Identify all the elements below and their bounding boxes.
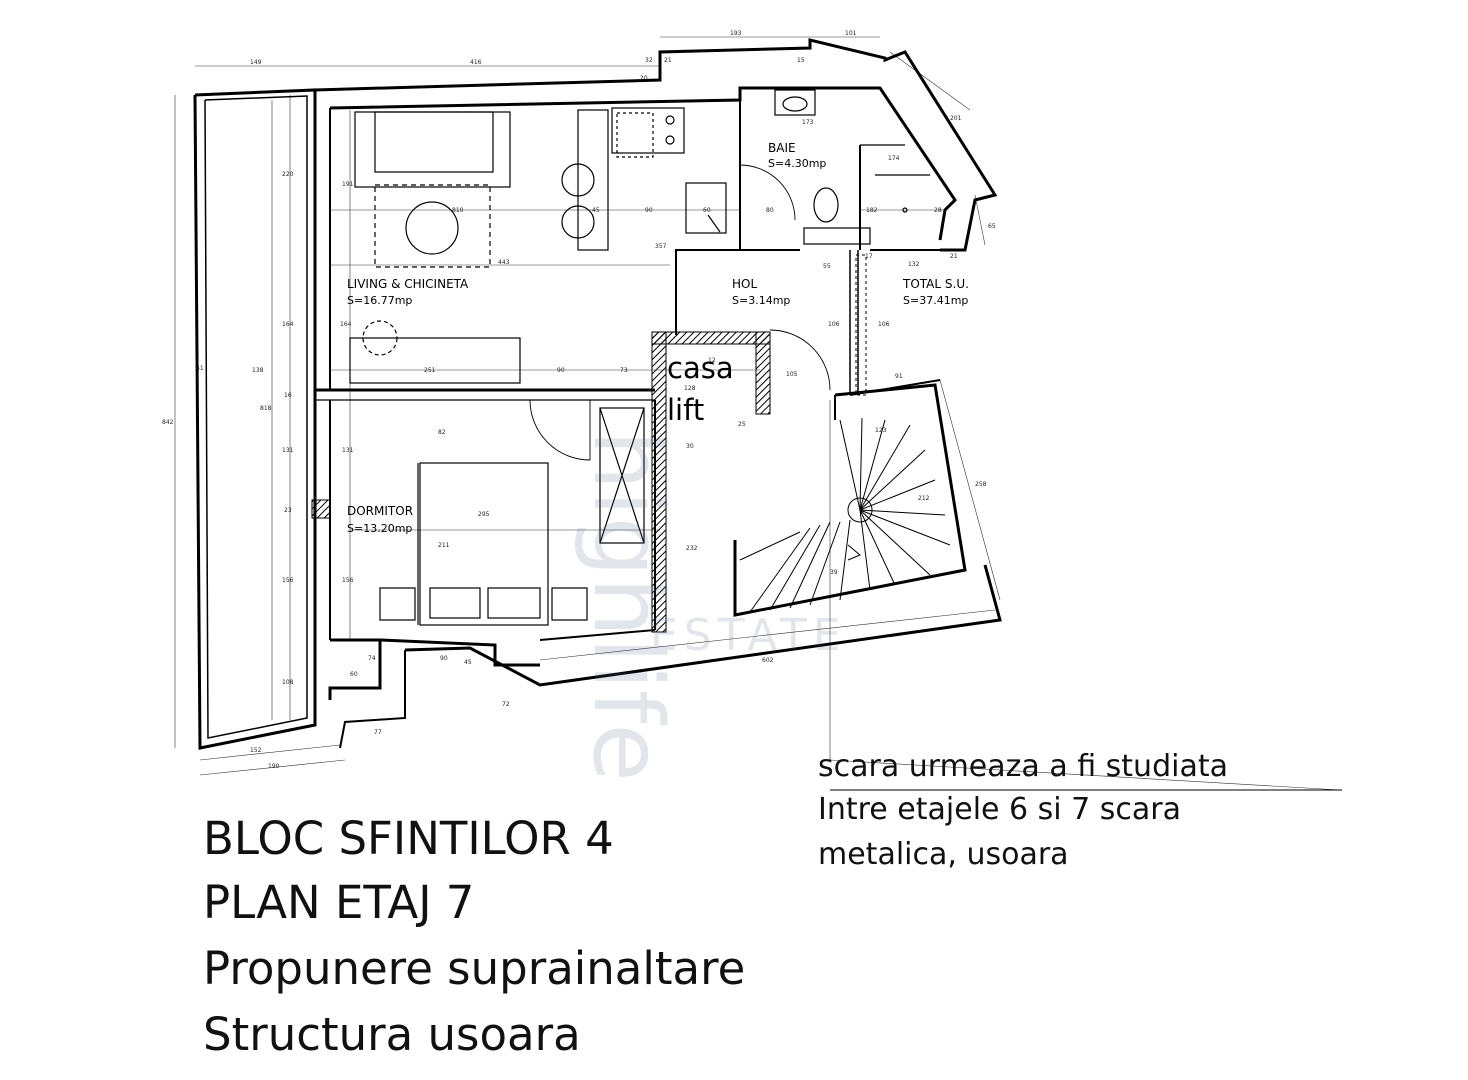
dimension-label: 12 bbox=[708, 357, 716, 364]
room-name: HOL bbox=[732, 277, 757, 291]
dimension-label: 32 bbox=[645, 57, 653, 64]
dimension-label: 41 bbox=[196, 365, 204, 372]
dimension-label: 842 bbox=[162, 419, 174, 426]
dimension-label: 72 bbox=[502, 701, 510, 708]
title-line-4: Structura usoara bbox=[203, 1008, 581, 1061]
dimension-label: 74 bbox=[368, 655, 376, 662]
dimension-label: 106 bbox=[828, 321, 840, 328]
walls bbox=[193, 38, 1002, 750]
dimension-label: 138 bbox=[252, 367, 264, 374]
dimension-label: 251 bbox=[424, 367, 436, 374]
dimension-label: 20 bbox=[640, 75, 648, 82]
dimension-label: 16 bbox=[284, 392, 292, 399]
dimension-label: 65 bbox=[988, 223, 996, 230]
dimension-label: 220 bbox=[282, 171, 294, 178]
dimension-label: 182 bbox=[866, 207, 878, 214]
dimension-label: 82 bbox=[438, 429, 446, 436]
lift-label: casa bbox=[667, 351, 734, 385]
dimension-label: 131 bbox=[342, 447, 354, 454]
dimension-label: 101 bbox=[845, 30, 857, 37]
lift-shaft bbox=[311, 254, 867, 633]
dimension-label: 30 bbox=[686, 443, 694, 450]
dimension-label: 55 bbox=[823, 263, 831, 270]
dimension-label: 128 bbox=[684, 385, 696, 392]
room-area: S=13.20mp bbox=[347, 522, 412, 535]
dimension-label: 149 bbox=[250, 59, 262, 66]
dimension-label: 156 bbox=[282, 577, 294, 584]
dimension-label: 164 bbox=[340, 321, 352, 328]
watermark-logo: highlife ESTATE bbox=[572, 430, 847, 782]
furniture bbox=[349, 89, 930, 626]
dimension-label: 60 bbox=[703, 207, 711, 214]
dimension-label: 108 bbox=[282, 679, 294, 686]
dimension-label: 174 bbox=[888, 155, 900, 162]
dimension-label: 810 bbox=[452, 207, 464, 214]
dimension-label: 193 bbox=[730, 30, 742, 37]
dimension-label: 77 bbox=[374, 729, 382, 736]
dimension-label: 105 bbox=[786, 371, 798, 378]
dimension-label: 131 bbox=[282, 447, 294, 454]
dimension-label: 152 bbox=[250, 747, 262, 754]
dimension-label: 23 bbox=[284, 507, 292, 514]
dimension-label: 173 bbox=[802, 119, 814, 126]
dimension-label: 21 bbox=[950, 253, 958, 260]
dimension-label: 295 bbox=[478, 511, 490, 518]
room-name: LIVING & CHICINETA bbox=[347, 277, 469, 291]
dimension-label: 25 bbox=[738, 421, 746, 428]
dimension-label: 21 bbox=[664, 57, 672, 64]
dimension-label: 91 bbox=[895, 373, 903, 380]
dimension-label: 39 bbox=[830, 569, 838, 576]
title-line-2: PLAN ETAJ 7 bbox=[203, 876, 475, 929]
door-swings bbox=[529, 164, 831, 461]
title-line-1: BLOC SFINTILOR 4 bbox=[203, 812, 614, 865]
lift-label: lift bbox=[667, 393, 704, 427]
dimension-label: 90 bbox=[557, 367, 565, 374]
dimension-label: 106 bbox=[878, 321, 890, 328]
dimension-label: 191 bbox=[342, 181, 354, 188]
svg-text:highlife: highlife bbox=[572, 430, 682, 782]
dimension-label: 258 bbox=[975, 481, 987, 488]
stair-note-line-3: metalica, usoara bbox=[818, 837, 1069, 872]
room-area: S=16.77mp bbox=[347, 294, 412, 307]
dimension-label: 201 bbox=[950, 115, 962, 122]
dimension-label: 15 bbox=[797, 57, 805, 64]
dimension-label: 211 bbox=[438, 542, 450, 549]
room-name: BAIE bbox=[768, 141, 796, 155]
dimension-label: 357 bbox=[655, 243, 667, 250]
dimension-labels: 149 416 193 101 32 21 20 15 201 65 173 1… bbox=[162, 30, 996, 770]
spiral-stair bbox=[739, 417, 951, 613]
dimension-label: 212 bbox=[918, 495, 930, 502]
dimension-label: 80 bbox=[766, 207, 774, 214]
dimension-label: 60 bbox=[350, 671, 358, 678]
dimension-label: 602 bbox=[762, 657, 774, 664]
room-area: S=4.30mp bbox=[768, 157, 826, 170]
room-area: S=3.14mp bbox=[732, 294, 790, 307]
dimension-label: 17 bbox=[865, 253, 873, 260]
stair-note-line-1: scara urmeaza a fi studiata bbox=[818, 749, 1228, 784]
room-labels: LIVING & CHICINETA S=16.77mp BAIE S=4.30… bbox=[347, 141, 969, 535]
room-area: S=37.41mp bbox=[903, 294, 968, 307]
dimension-label: 232 bbox=[686, 545, 698, 552]
dimension-label: 164 bbox=[282, 321, 294, 328]
stair-note-line-2: Intre etajele 6 si 7 scara bbox=[818, 792, 1181, 827]
dimension-label: 416 bbox=[470, 59, 482, 66]
svg-text:ESTATE: ESTATE bbox=[650, 610, 847, 661]
dimension-label: 190 bbox=[268, 763, 280, 770]
room-name: TOTAL S.U. bbox=[902, 277, 969, 291]
dimension-label: 90 bbox=[440, 655, 448, 662]
room-name: DORMITOR bbox=[347, 504, 413, 518]
dimension-label: 28 bbox=[934, 207, 942, 214]
dimension-label: 443 bbox=[498, 259, 510, 266]
dimension-lines bbox=[174, 36, 1341, 791]
dimension-label: 73 bbox=[620, 367, 628, 374]
dimension-label: 123 bbox=[875, 427, 887, 434]
dimension-label: 818 bbox=[260, 405, 272, 412]
dimension-label: 45 bbox=[464, 659, 472, 666]
title-line-3: Propunere suprainaltare bbox=[203, 942, 746, 995]
dimension-label: 90 bbox=[645, 207, 653, 214]
dimension-label: 156 bbox=[342, 577, 354, 584]
dimension-label: 45 bbox=[592, 207, 600, 214]
dimension-label: 132 bbox=[908, 261, 920, 268]
